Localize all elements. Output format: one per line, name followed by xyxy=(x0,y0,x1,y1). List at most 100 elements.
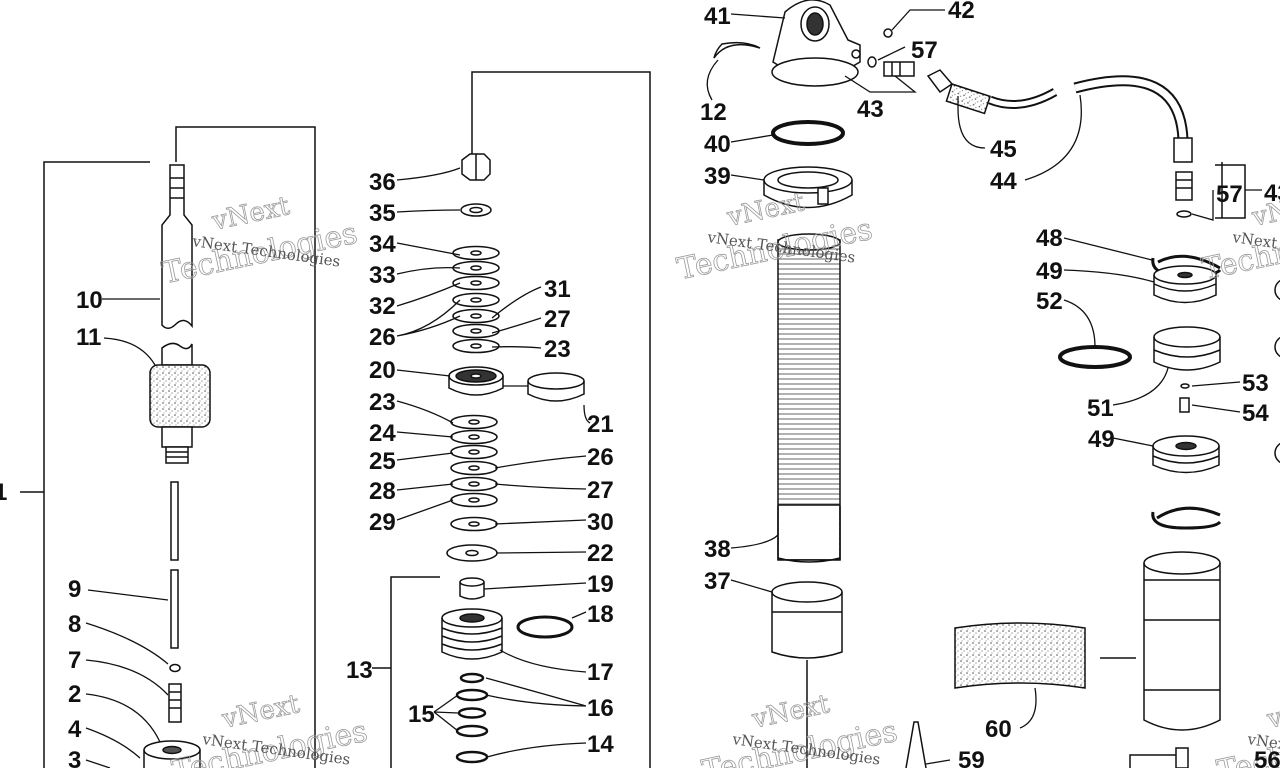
callout-label: 21 xyxy=(587,411,614,438)
reservoir-body xyxy=(1143,551,1221,731)
shim-stack-upper xyxy=(452,245,500,354)
shim-hole xyxy=(470,343,482,349)
body-tube-part-38 xyxy=(777,233,841,563)
callout-label: 1 xyxy=(0,479,7,506)
callout-label: 23 xyxy=(369,389,396,416)
callout-label: 30 xyxy=(587,509,614,536)
clip-part-12 xyxy=(713,41,761,59)
callout-label: 33 xyxy=(369,262,396,289)
piston-part-49a xyxy=(1153,265,1217,304)
callout-label: 38 xyxy=(704,536,731,563)
callout-label: 27 xyxy=(544,306,571,333)
decal-part-60 xyxy=(954,622,1136,689)
shim-stack-lower xyxy=(450,414,498,532)
callout-label: 49 xyxy=(1088,426,1115,453)
piston-part-49b xyxy=(1152,435,1220,474)
rod-part-9b xyxy=(170,569,179,649)
callout-label: 42 xyxy=(948,0,975,24)
callout-label: 36 xyxy=(369,169,396,196)
shim-hole xyxy=(468,521,480,527)
watermark-brand-top: vNext xyxy=(219,689,303,735)
watermark-brand-top: vNext xyxy=(209,191,293,237)
callout-label: 8 xyxy=(68,611,81,638)
bumper-part-11 xyxy=(149,342,211,464)
snap-ring-part-48 xyxy=(1157,254,1221,270)
nut-part-36 xyxy=(461,153,491,181)
callout-label: 35 xyxy=(369,200,396,227)
shim-hole xyxy=(468,481,480,487)
hose-part-44 xyxy=(926,69,1193,163)
callout-label: 49 xyxy=(1036,258,1063,285)
callout-label: 22 xyxy=(587,540,614,567)
shim-hole xyxy=(468,465,480,471)
washer-part-57a xyxy=(867,56,877,68)
oring-part-40 xyxy=(771,120,845,146)
seal-head-part-17 xyxy=(441,608,503,660)
snap-ring-lower xyxy=(1151,506,1222,530)
oring-part-16b xyxy=(455,688,489,702)
body-eye-part-41 xyxy=(771,0,861,87)
callout-label: 24 xyxy=(369,420,396,447)
shim-hole xyxy=(470,297,482,303)
watermark-brand-top: vNext xyxy=(1264,689,1280,735)
callout-label: 53 xyxy=(1242,370,1269,397)
callout-label: 27 xyxy=(587,477,614,504)
callout-label: 39 xyxy=(704,163,731,190)
shaft-part-10 xyxy=(161,164,193,329)
callout-label: 14 xyxy=(587,731,614,758)
oring-part-52 xyxy=(1058,345,1132,369)
callout-label: 17 xyxy=(587,659,614,686)
callout-label: 40 xyxy=(704,131,731,158)
callout-label: 18 xyxy=(587,601,614,628)
callout-label: 43 xyxy=(1264,180,1280,207)
callout-label: 10 xyxy=(76,287,103,314)
callout-label: 34 xyxy=(369,231,396,258)
washer-part-57b xyxy=(1176,210,1192,218)
callout-label: 4 xyxy=(68,716,82,743)
callout-label: 29 xyxy=(369,509,396,536)
callout-label: 9 xyxy=(68,576,81,603)
fitting-part-43a xyxy=(883,61,915,77)
screw-part-7 xyxy=(168,683,182,723)
callout-label: 11 xyxy=(76,324,101,351)
callout-label: 26 xyxy=(587,444,614,471)
oring-part-15b xyxy=(455,724,489,738)
callout-label: 37 xyxy=(704,568,731,595)
oring-part-53 xyxy=(1180,383,1190,389)
piston-part-20 xyxy=(448,366,504,396)
callout-label: 19 xyxy=(587,571,614,598)
callout-label: 2 xyxy=(68,681,81,708)
sleeve-part-37 xyxy=(771,581,843,659)
oring-part-16a xyxy=(459,672,485,684)
shim-hole xyxy=(468,434,480,440)
cap-part-56 xyxy=(1175,747,1189,769)
callout-label: 57 xyxy=(1216,181,1243,208)
base-part-4 xyxy=(143,740,201,768)
shim-hole xyxy=(468,497,480,503)
callout-label: 59 xyxy=(958,747,985,768)
shim-hole xyxy=(470,280,482,286)
callout-label: 54 xyxy=(1242,400,1269,427)
callout-label: 7 xyxy=(68,647,81,674)
callout-label: 20 xyxy=(369,357,396,384)
shim-hole xyxy=(470,328,482,334)
shim-hole xyxy=(470,250,482,256)
callout-label: 43 xyxy=(857,96,884,123)
shim-hole xyxy=(470,265,482,271)
callout-label: 3 xyxy=(68,747,81,768)
shim-hole xyxy=(470,313,482,319)
callout-label: 52 xyxy=(1036,288,1063,315)
callout-label: 45 xyxy=(990,136,1017,163)
oring-part-18 xyxy=(516,615,574,639)
callout-label: 41 xyxy=(704,3,731,30)
spacer-part-19 xyxy=(459,577,485,600)
leader-lines xyxy=(85,9,1262,769)
callout-label: 15 xyxy=(408,701,435,728)
shim-hole xyxy=(468,449,480,455)
callout-label: 44 xyxy=(990,168,1017,195)
